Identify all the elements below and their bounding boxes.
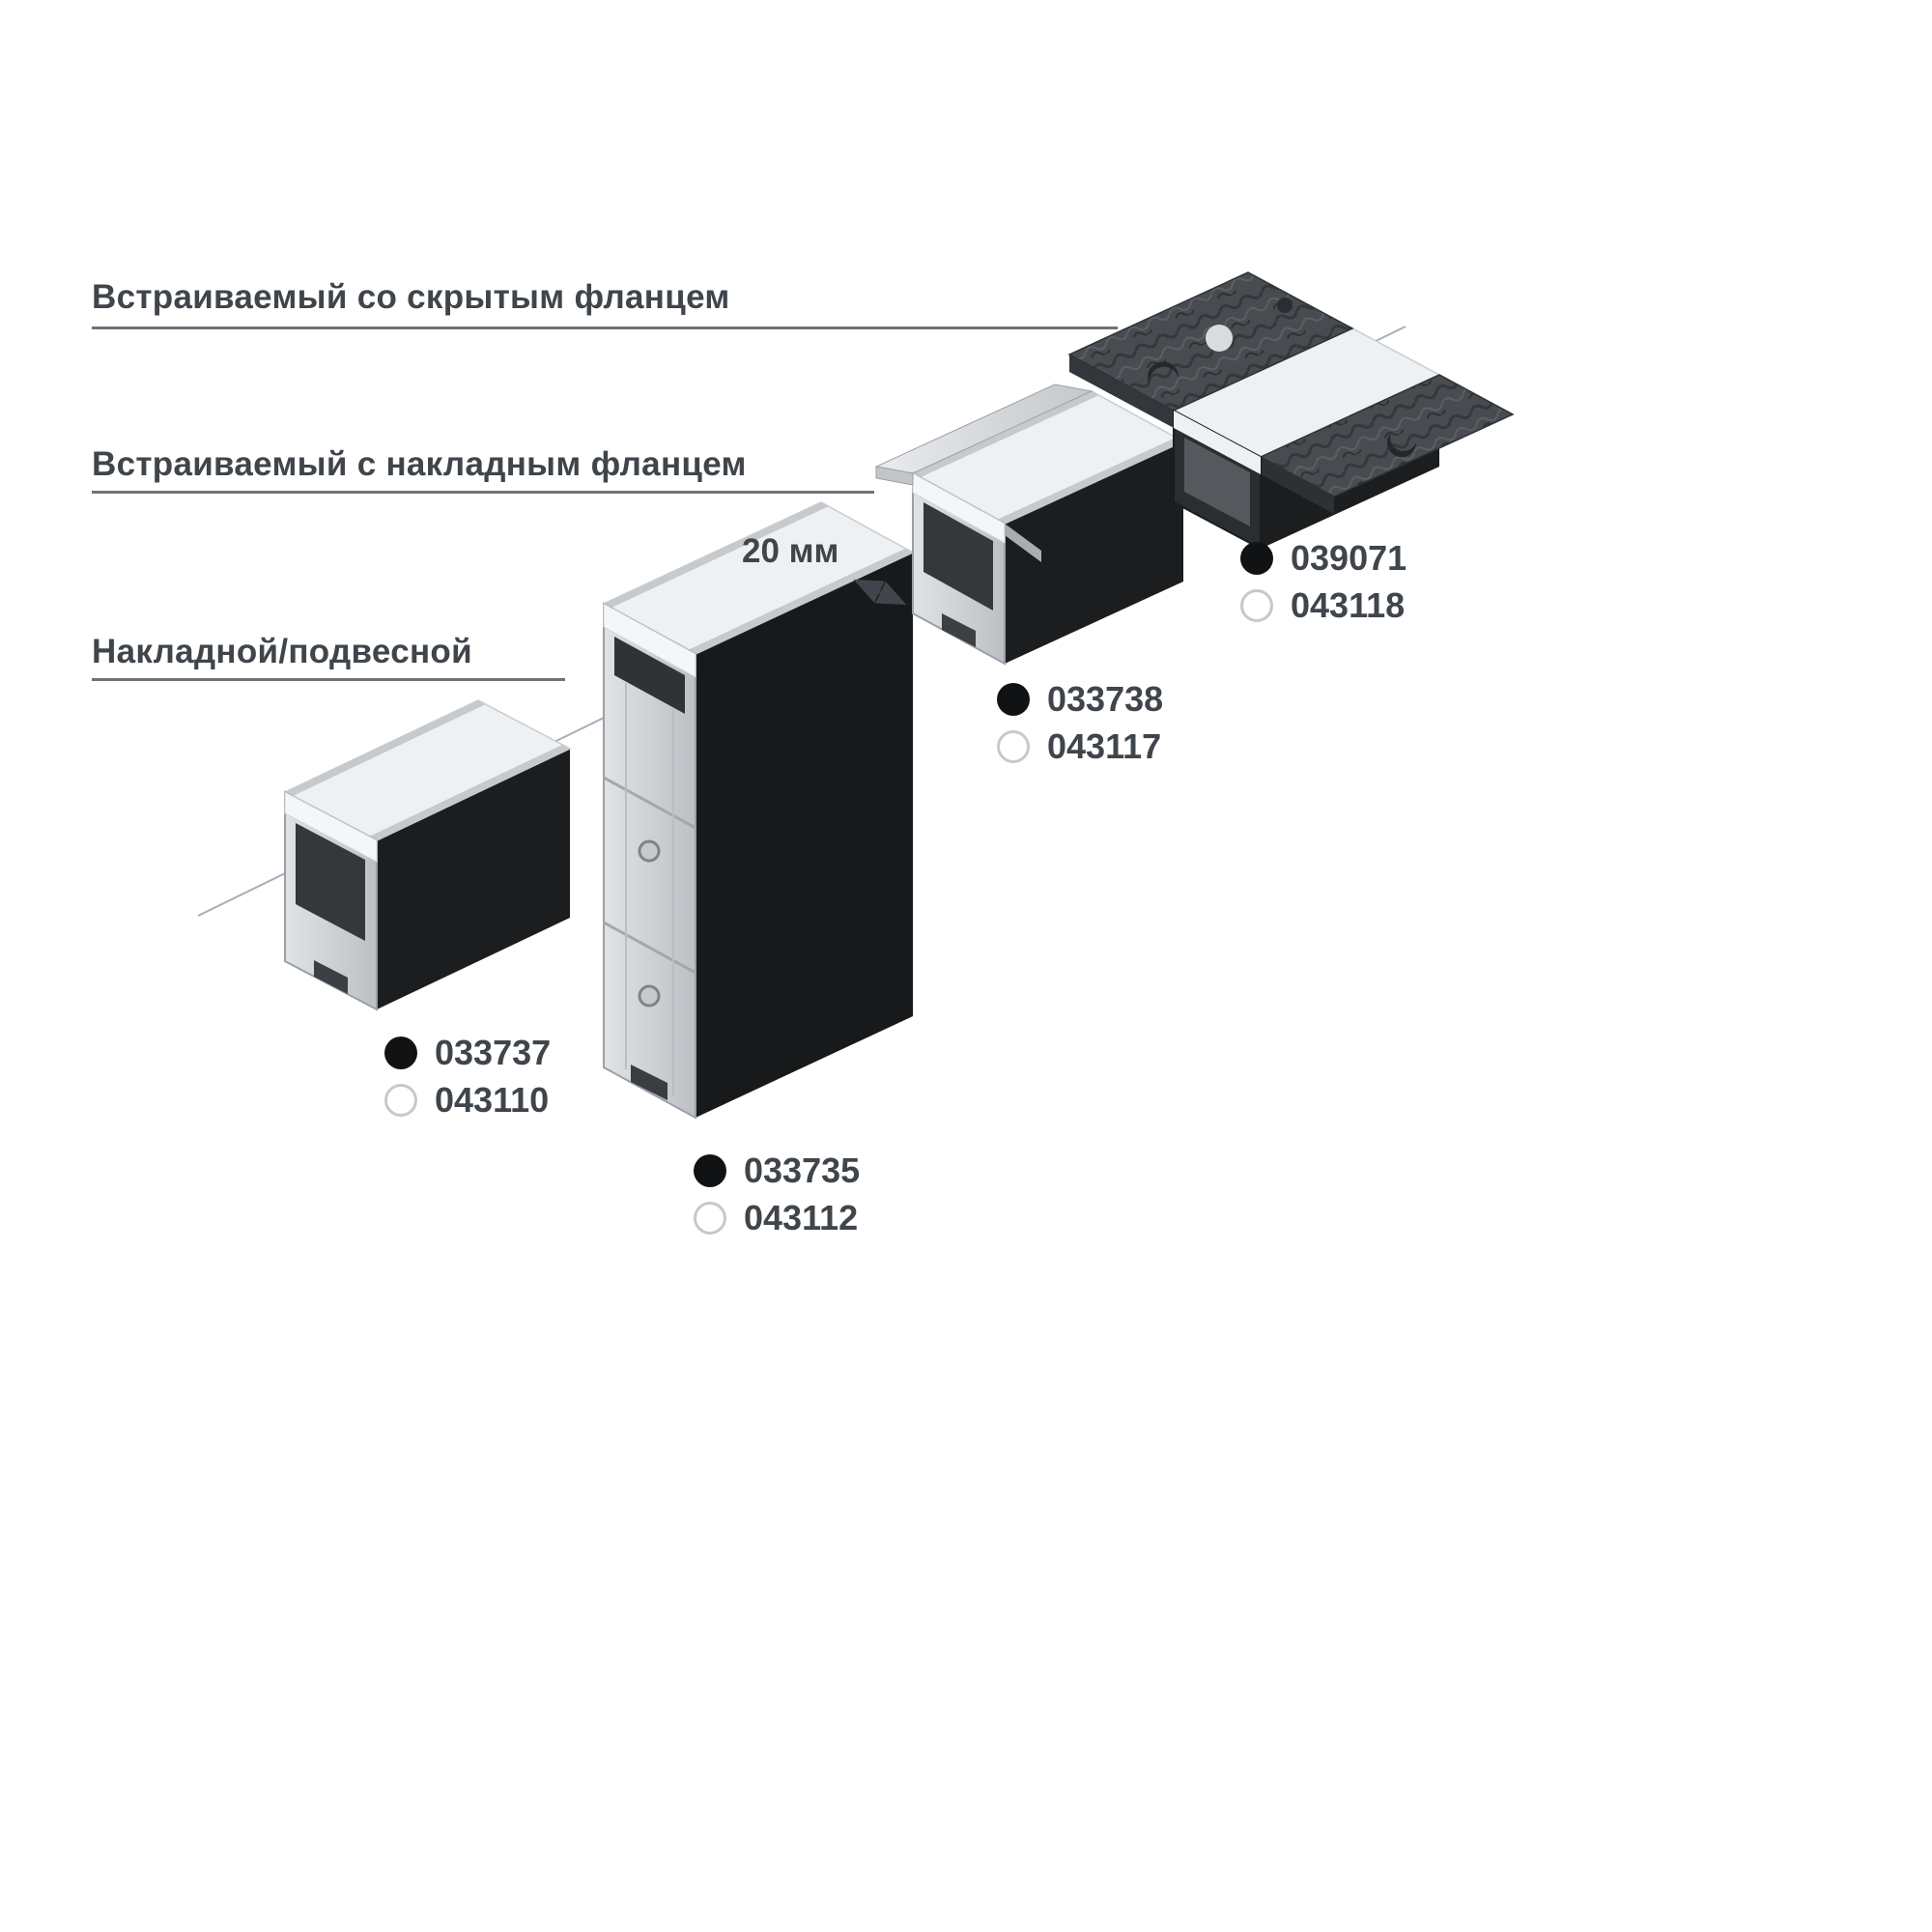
white-color-swatch — [997, 730, 1030, 763]
code-row: 043118 — [1240, 588, 1406, 623]
led-channel-cavity — [923, 502, 993, 611]
code-row: 043110 — [384, 1083, 551, 1118]
product-codes-recessed-surface-flange: 033738 043117 — [997, 682, 1163, 764]
product-codes-surface-compact: 033737 043110 — [384, 1036, 551, 1118]
profile-body-side — [1005, 441, 1183, 664]
profile-recessed-hidden-flange — [1067, 271, 1515, 551]
leader-line-surface-flange — [92, 491, 874, 494]
profile-body-side — [377, 749, 570, 1009]
product-code-black: 033738 — [1047, 679, 1164, 719]
leader-line-surface-suspended — [92, 678, 565, 681]
diffuser-rail — [913, 391, 1099, 477]
profile-surface-tall — [602, 501, 915, 1120]
panel-cutout-crescent — [1148, 361, 1179, 384]
panel-cutout-circle — [1206, 325, 1233, 352]
white-color-swatch — [384, 1084, 417, 1117]
code-row: 043112 — [694, 1201, 860, 1236]
code-row: 033737 — [384, 1036, 551, 1070]
gap-dimension-arrow — [853, 579, 907, 606]
panel-cutout-circle — [1277, 298, 1293, 313]
black-color-swatch — [1240, 542, 1273, 575]
leader-line-hidden-flange — [92, 327, 1118, 329]
led-channel-cavity — [614, 637, 685, 714]
diffuser-end — [284, 791, 378, 863]
diffuser-rail — [369, 745, 570, 840]
code-row: 039071 — [1240, 541, 1406, 576]
panel-cutout-crescent — [1387, 433, 1417, 458]
flange-end-right — [1005, 524, 1041, 562]
diffuser-end — [912, 472, 1006, 544]
profile-recessed-surface-flange — [874, 384, 1220, 666]
chamber-wall — [603, 921, 696, 975]
dimension-label: 20 мм — [742, 532, 839, 570]
product-codes-recessed-hidden-flange: 039071 043118 — [1240, 541, 1406, 623]
product-code-white: 043118 — [1291, 585, 1406, 625]
white-color-swatch — [694, 1202, 726, 1235]
code-row: 033735 — [694, 1153, 860, 1188]
label-recessed-surface-flange: Встраиваемый с накладным фланцем — [92, 445, 747, 483]
code-row: 043117 — [997, 729, 1163, 764]
ceiling-panel-right-edge — [1261, 457, 1334, 514]
diffuser-rail — [688, 549, 913, 654]
screw-boss — [638, 839, 661, 863]
label-recessed-hidden-flange: Встраиваемый со скрытым фланцем — [92, 278, 730, 316]
led-channel-cavity — [1184, 438, 1250, 526]
product-code-white: 043117 — [1047, 726, 1162, 766]
product-code-black: 033735 — [744, 1151, 861, 1190]
product-code-black: 033737 — [435, 1033, 552, 1072]
screw-boss — [638, 984, 661, 1008]
product-code-black: 039071 — [1291, 538, 1407, 578]
ceiling-panel-left-edge — [1069, 355, 1174, 428]
white-color-swatch — [1240, 589, 1273, 622]
product-code-white: 043110 — [435, 1080, 550, 1120]
diffuser-end — [603, 603, 696, 678]
chamber-wall — [603, 776, 696, 830]
product-codes-surface-tall: 033735 043112 — [694, 1153, 860, 1236]
diffuser-rail — [285, 700, 486, 796]
mounting-groove — [942, 613, 976, 647]
led-channel-cavity — [296, 823, 365, 941]
code-row: 033738 — [997, 682, 1163, 717]
diffuser-rail — [604, 502, 829, 608]
product-code-white: 043112 — [744, 1198, 859, 1237]
black-color-swatch — [384, 1037, 417, 1069]
profile-body-side — [696, 553, 913, 1118]
diffuser-rail — [997, 438, 1183, 524]
mounting-groove — [314, 960, 348, 994]
flange-end-left — [875, 466, 914, 486]
black-color-swatch — [694, 1154, 726, 1187]
profile-surface-compact — [283, 699, 572, 1011]
mounting-groove — [631, 1065, 668, 1100]
label-surface-suspended: Накладной/подвесной — [92, 633, 472, 670]
diffuser-end — [1174, 411, 1261, 474]
black-color-swatch — [997, 683, 1030, 716]
